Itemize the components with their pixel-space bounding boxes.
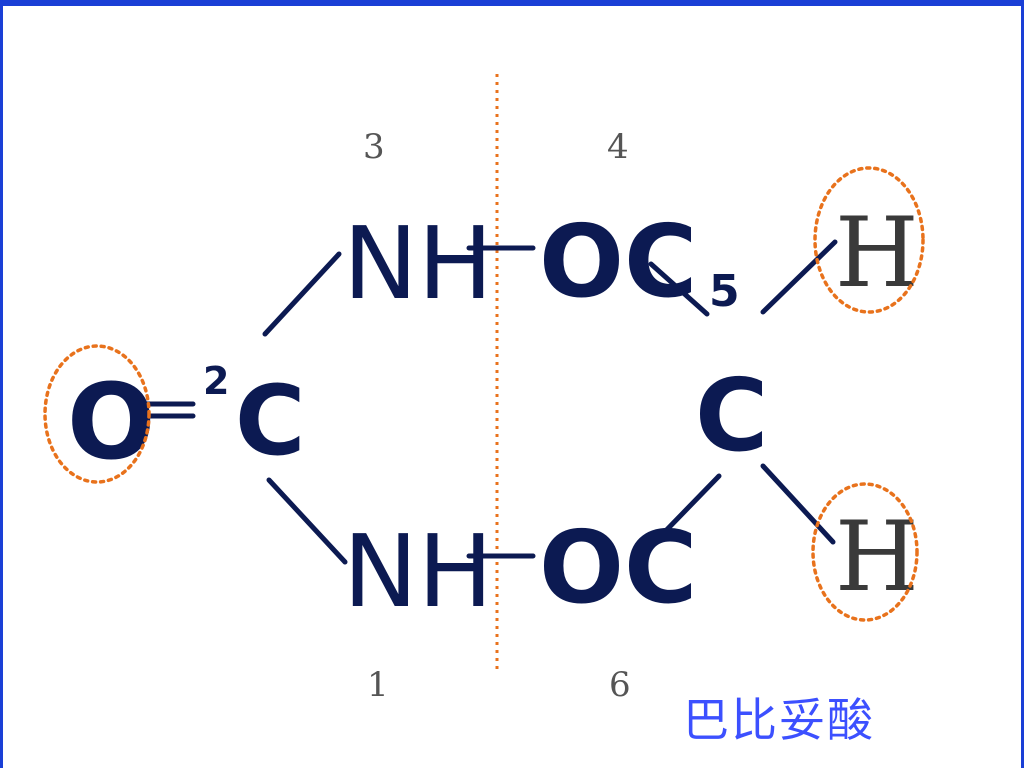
highlight-circle-o (43, 344, 151, 484)
position-label-1: 1 (367, 665, 389, 705)
atom-oc-bottom: OC (539, 509, 697, 626)
compound-name-caption: 巴比妥酸 (683, 693, 875, 747)
atom-nh-top: NH (343, 205, 493, 322)
highlight-circle-h-bottom (811, 482, 919, 622)
atom-o-carbonyl: O (67, 361, 155, 483)
position-label-3: 3 (363, 127, 385, 167)
position-label-6: 6 (609, 665, 631, 705)
bond-c2-n-top (262, 251, 342, 337)
atom-h-bottom: H (835, 501, 919, 613)
position-label-4: 4 (607, 127, 629, 167)
bond-c5-h-bottom (760, 463, 836, 545)
atom-oc-top: OC (539, 203, 697, 320)
position-label-5: 5 (709, 266, 740, 317)
highlight-circle-h-top (813, 166, 925, 314)
atom-nh-bottom: NH (343, 513, 493, 630)
atom-c2: C (235, 365, 305, 477)
bond-c5-h-top (760, 239, 838, 315)
bond-c4-c5 (648, 261, 710, 317)
position-label-2: 2 (203, 359, 229, 403)
atom-c5: C (695, 357, 768, 474)
bond-c6-c5 (648, 473, 722, 549)
barbituric-acid-structure: 3 4 1 6 2 5 O C NH NH OC OC C H H (43, 74, 925, 705)
bond-c2-n-bottom (266, 477, 348, 565)
atom-h-top: H (835, 197, 919, 309)
